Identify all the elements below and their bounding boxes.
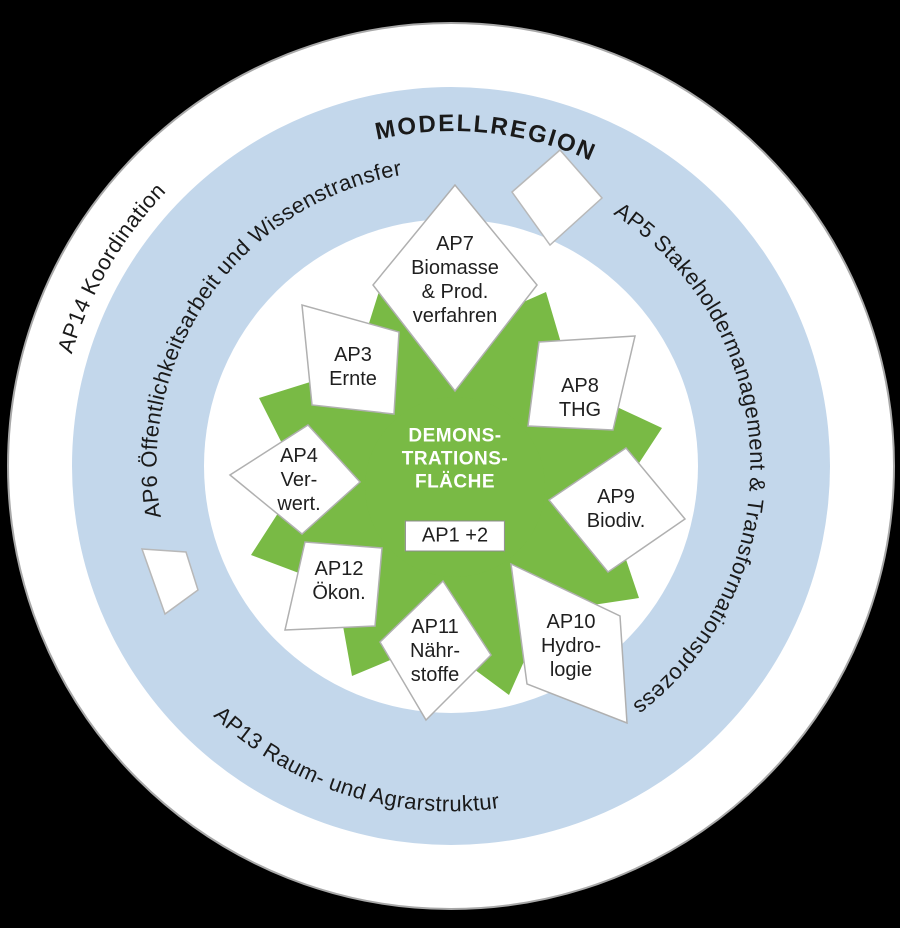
wedge-ap10-shape: [510, 562, 628, 725]
wedge-label-ap3: AP3 Ernte: [329, 344, 377, 390]
wedge-label-ap11: AP11 Nähr- stoffe: [409, 616, 461, 686]
wedge-label-ap12: AP12 Ökon.: [312, 558, 366, 604]
wedge-ap12-shape: [284, 541, 383, 631]
center-title: DEMONS- TRATIONS- FLÄCHE: [401, 425, 509, 493]
wedge-label-ap7: AP7 Biomasse & Prod. verfahren: [411, 233, 499, 327]
wedge-ap3-shape: [301, 303, 400, 415]
wedge-ap7-shape: [372, 183, 538, 393]
wedge-label-ap8: AP8 THG: [558, 375, 602, 421]
wedge-label-ap10: AP10 Hydro- logie: [540, 611, 602, 681]
center-badge: AP1 +2: [404, 520, 506, 552]
wedge-label-ap4: AP4 Ver- wert.: [277, 445, 321, 515]
wedge-ap9-shape: [547, 446, 687, 574]
wedge-ap4-shape: [228, 424, 362, 535]
ring-tab-left: [140, 548, 199, 616]
wedge-ap8-shape: [527, 335, 636, 431]
wedge-ap11-shape: [379, 579, 492, 722]
wedge-label-ap9: AP9 Biodiv.: [586, 486, 646, 532]
ring-tab-top-right: [510, 148, 604, 247]
